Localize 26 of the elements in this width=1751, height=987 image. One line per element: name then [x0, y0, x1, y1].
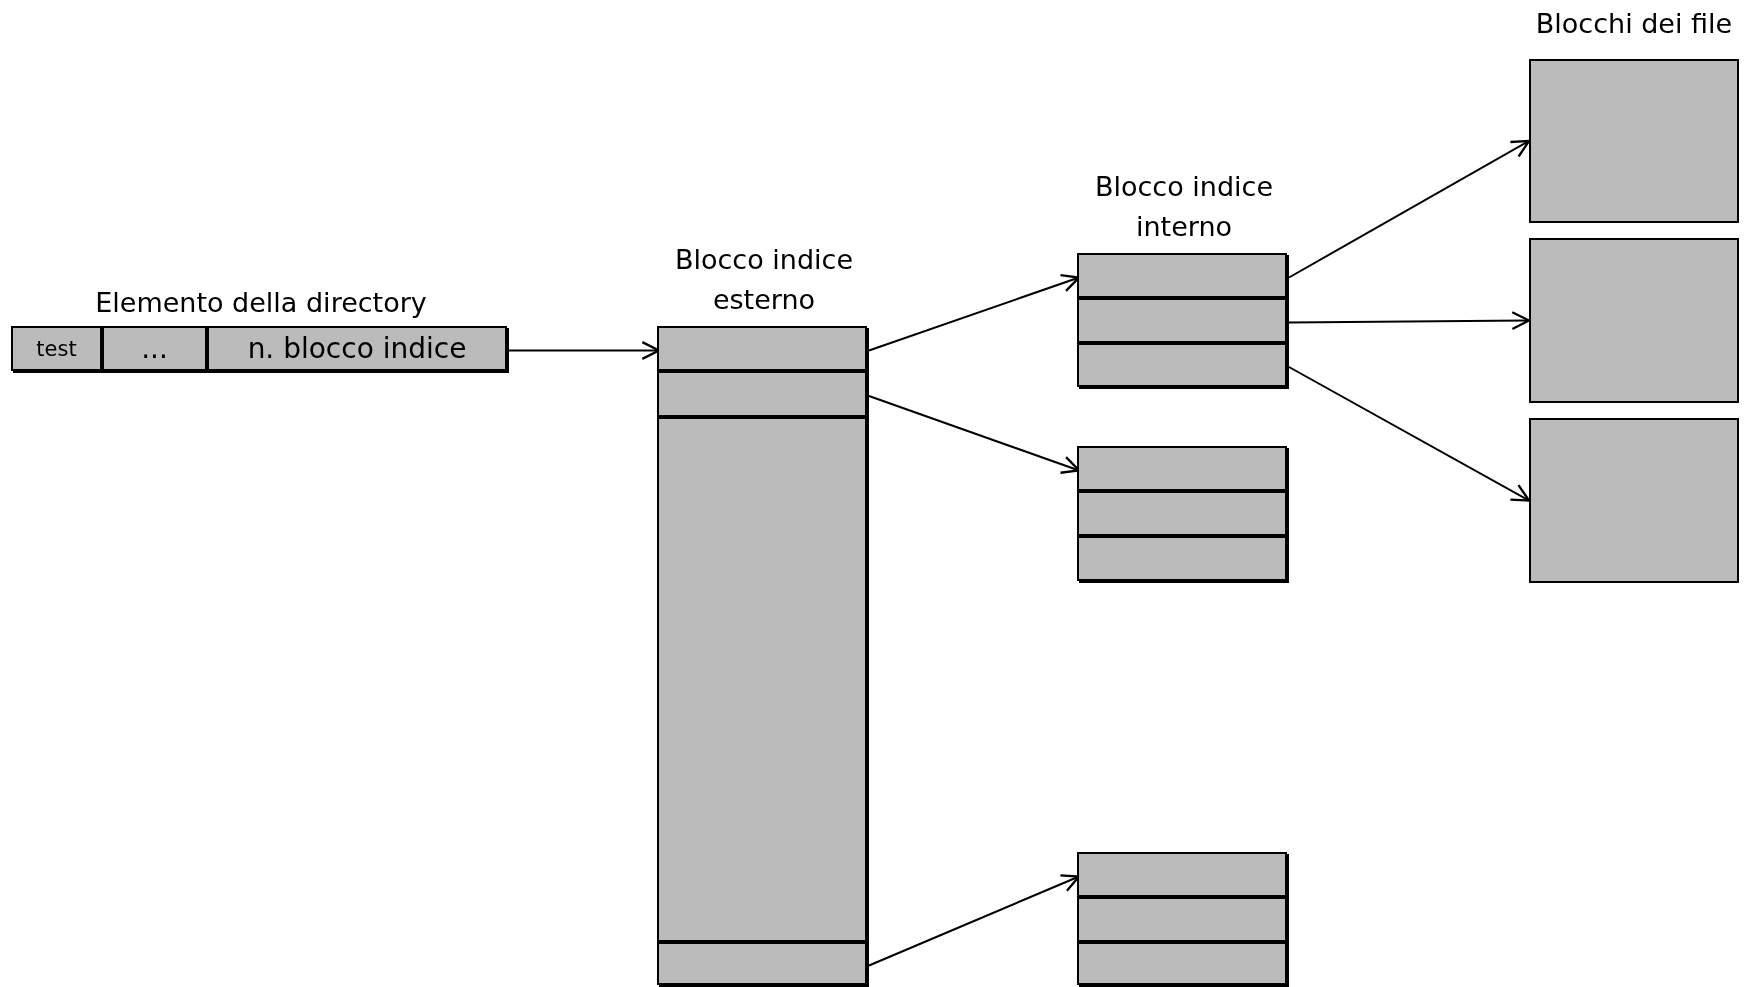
block-heading: Blocco indice esterno [673, 243, 854, 317]
arrow [1288, 366, 1531, 502]
arrow [1288, 139, 1531, 279]
file-block [1529, 418, 1739, 583]
index-entry [1077, 298, 1287, 343]
index-entry [1077, 852, 1287, 897]
index-entry [1077, 942, 1287, 985]
index-entry [657, 371, 867, 417]
index-entry [1077, 897, 1287, 942]
record-field: test [11, 326, 102, 371]
index-entry [1077, 253, 1287, 298]
arrow [1288, 311, 1531, 331]
index-entry [657, 942, 867, 985]
index-entry [1077, 343, 1287, 387]
index-entry [657, 326, 867, 371]
index-entry [657, 417, 867, 942]
index-entry [1077, 446, 1287, 491]
block-heading: Elemento della directory [94, 286, 428, 320]
index-entry [1077, 536, 1287, 581]
file-block [1529, 238, 1739, 403]
column-heading: Blocchi dei file [1535, 8, 1733, 39]
record-field: ... [102, 326, 207, 371]
index-entry [1077, 491, 1287, 536]
file-block [1529, 59, 1739, 223]
block-heading: Blocco indice interno [1093, 170, 1274, 244]
record-field: n. blocco indice [207, 326, 507, 371]
